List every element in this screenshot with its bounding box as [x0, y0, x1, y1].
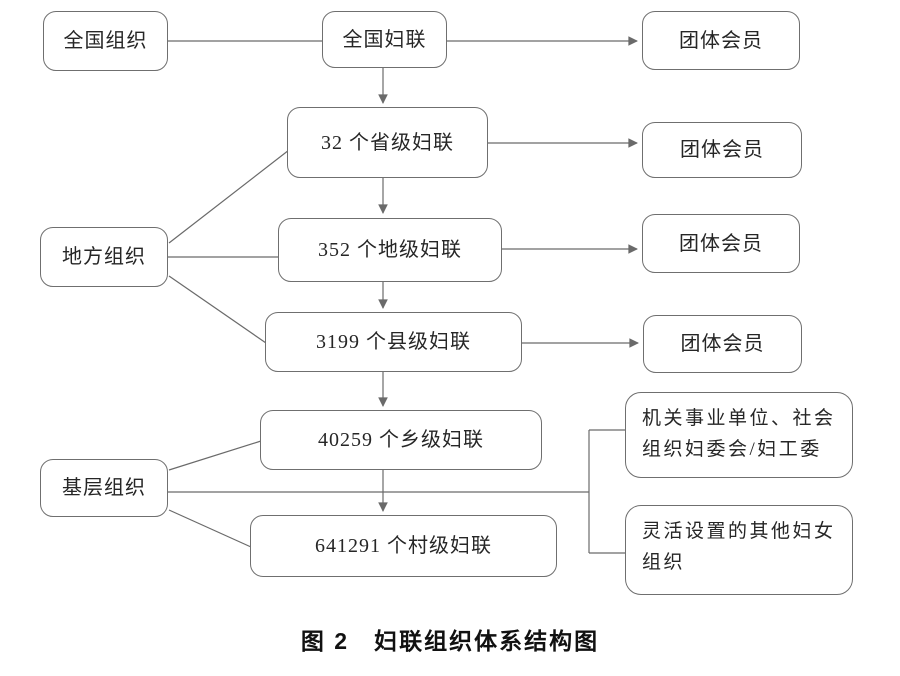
node-township-fulian: 40259 个乡级妇联 [260, 410, 542, 470]
node-provincial-fulian: 32 个省级妇联 [287, 107, 488, 178]
node-village-fulian: 641291 个村级妇联 [250, 515, 557, 577]
figure-caption: 图 2 妇联组织体系结构图 [300, 628, 600, 654]
node-county-fulian: 3199 个县级妇联 [265, 312, 522, 372]
node-member-3: 团体会员 [642, 214, 800, 273]
node-flexible-org: 灵活设置的其他妇女 组织 [625, 505, 853, 595]
edge-local-to-county [168, 275, 267, 344]
node-local-org: 地方组织 [40, 227, 168, 287]
edge-group [167, 36, 639, 554]
node-national-fulian: 全国妇联 [322, 11, 447, 68]
node-member-4: 团体会员 [643, 315, 802, 373]
node-grassroots-org: 基层组织 [40, 459, 168, 517]
edge-local-to-provincial [168, 149, 290, 244]
node-org-committee: 机关事业单位、社会 组织妇委会/妇工委 [625, 392, 853, 478]
edge-grassroots-to-township [168, 440, 262, 471]
node-member-2: 团体会员 [642, 122, 802, 178]
node-prefecture-fulian: 352 个地级妇联 [278, 218, 502, 282]
node-member-1: 团体会员 [642, 11, 800, 70]
node-national-org: 全国组织 [43, 11, 168, 71]
edge-grassroots-to-village [168, 509, 252, 548]
